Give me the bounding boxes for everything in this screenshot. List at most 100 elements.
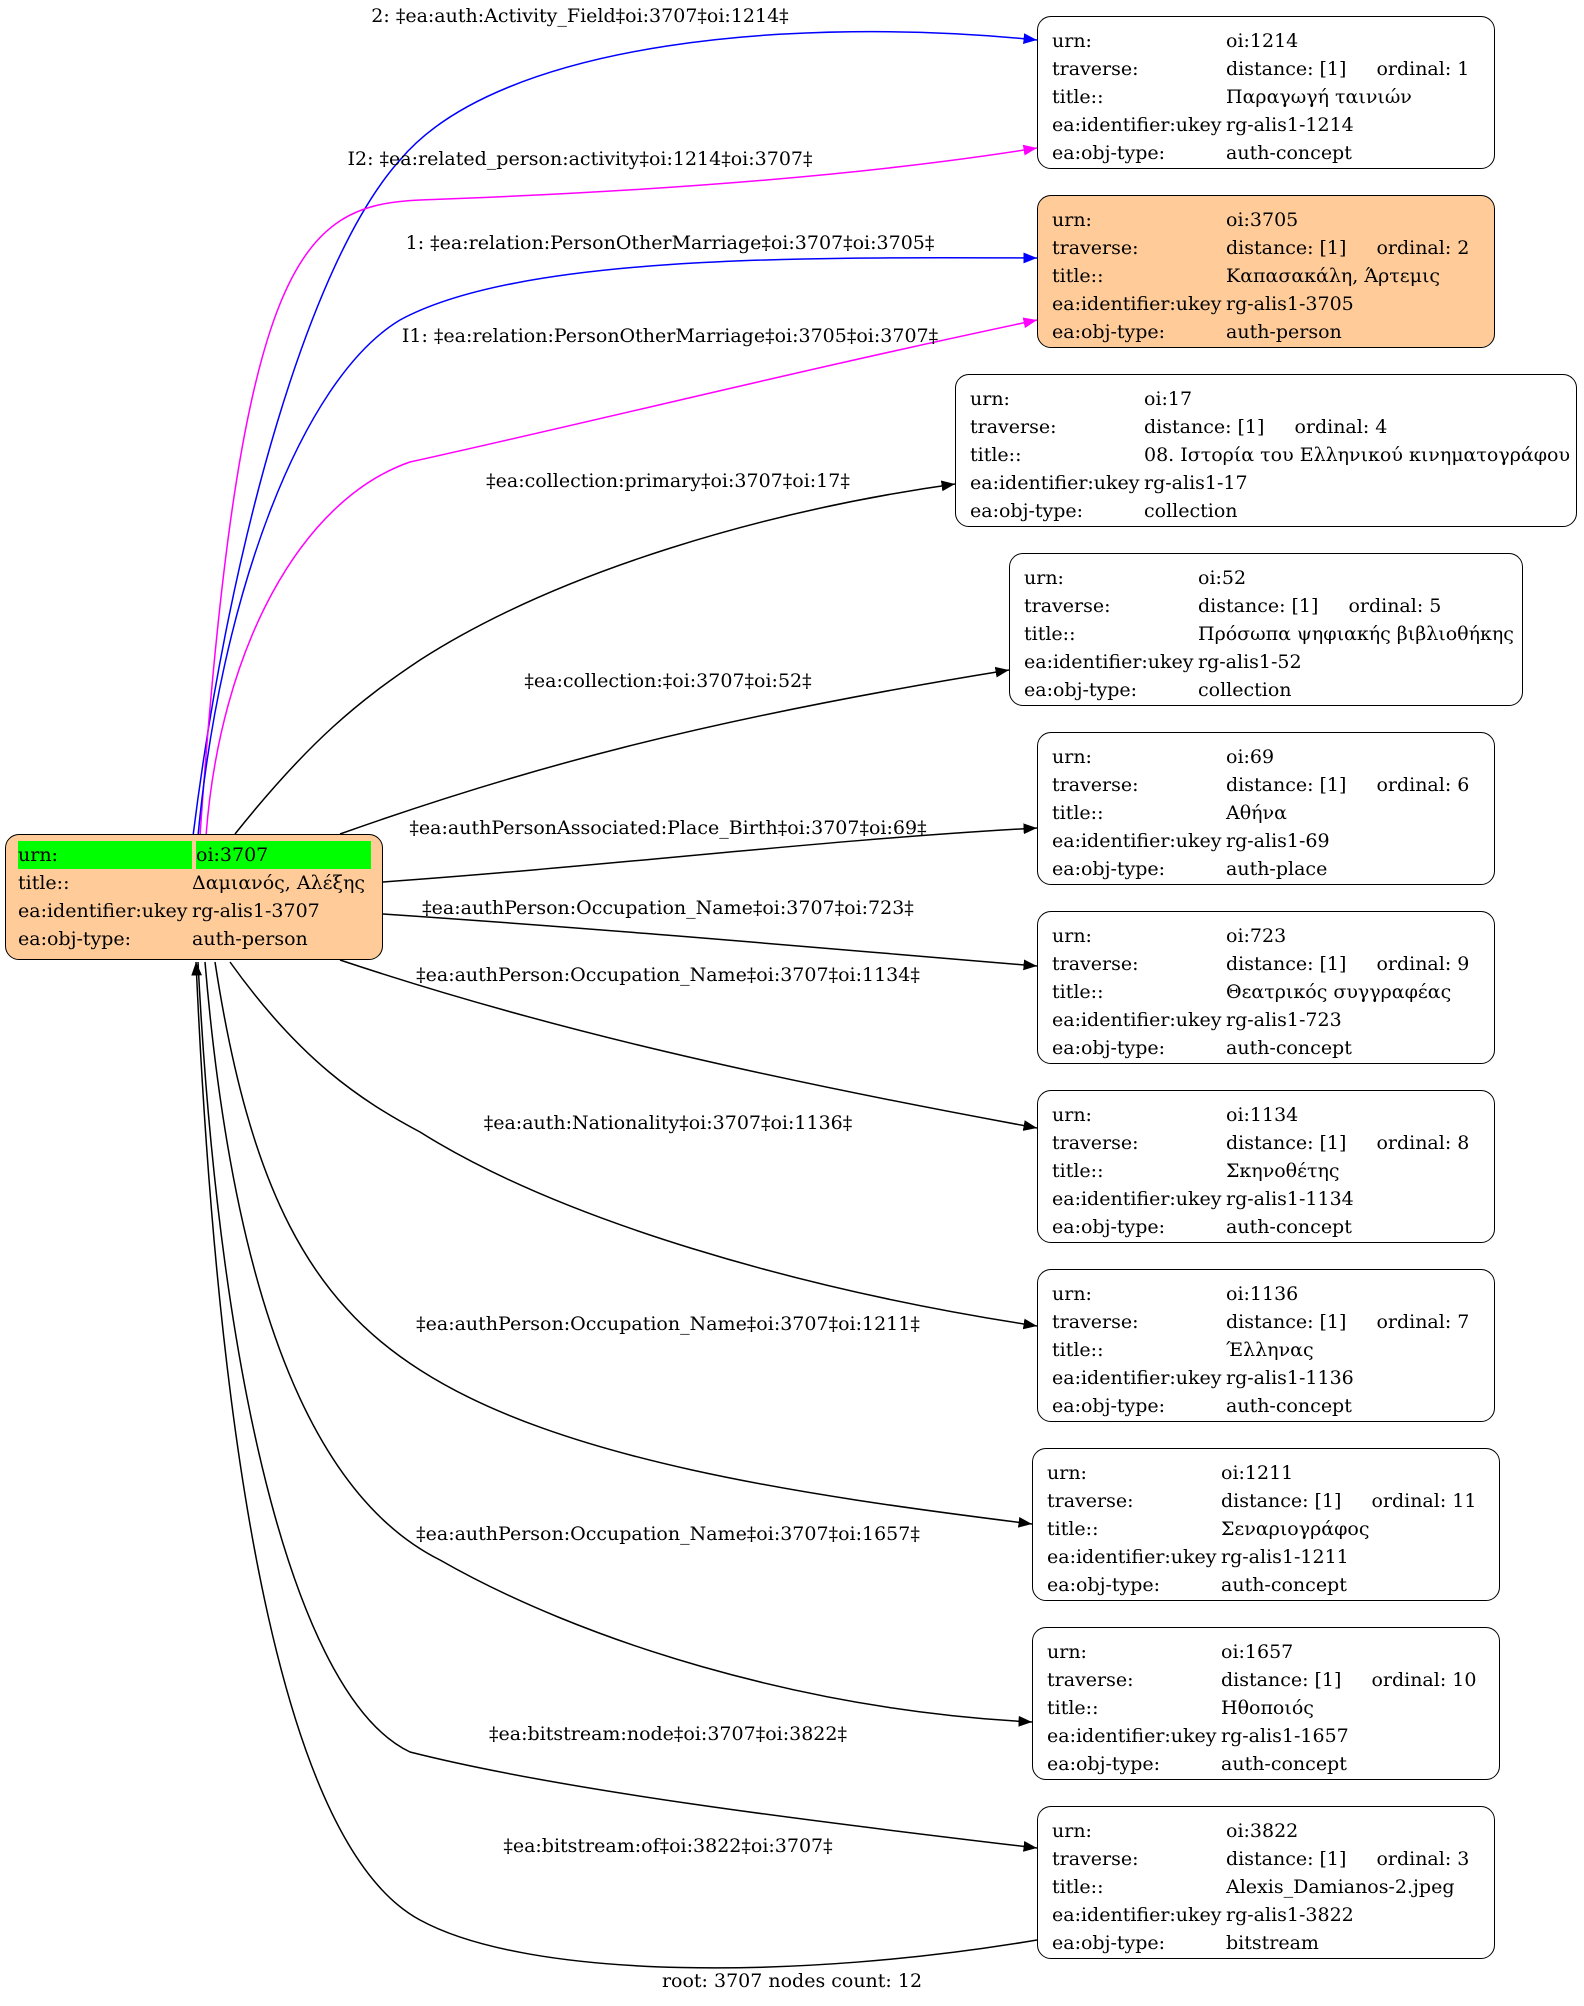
traverse-row: traverse: distance: [1] ordinal: 11 — [1047, 1487, 1485, 1515]
traverse-row: traverse:distance: [1]ordinal: 4 — [970, 413, 1562, 441]
field-value: rg-alis1-3707 — [192, 900, 320, 922]
traverse-row: traverse:distance: [1]ordinal: 5 — [1024, 592, 1508, 620]
field-key: urn: — [18, 841, 192, 869]
field-value: oi:1211 — [1221, 1462, 1294, 1484]
field-value: oi:1134 — [1226, 1104, 1299, 1126]
field-value: Καπασακάλη, Άρτεμις — [1226, 265, 1441, 287]
urn-row: urn:oi:1214 — [1052, 27, 1480, 55]
field-value: auth-place — [1226, 858, 1328, 880]
field-value: rg-alis1-1136 — [1226, 1367, 1354, 1389]
field-value: oi:69 — [1226, 746, 1275, 768]
objtype-row: ea:obj-type:auth-concept — [1052, 1392, 1480, 1420]
urn-row: urn:oi:1211 — [1047, 1459, 1485, 1487]
field-value: rg-alis1-69 — [1226, 830, 1330, 852]
edge-line — [204, 961, 1033, 1727]
field-key: urn: — [1052, 1283, 1092, 1305]
ordinal-value: ordinal: 11 — [1371, 1490, 1477, 1512]
field-key: ea:obj-type: — [1052, 1932, 1166, 1954]
traverse-row: traverse:distance: [1]ordinal: 3 — [1052, 1845, 1480, 1873]
title-row: title::Θεατρικός συγγραφέας — [1052, 978, 1480, 1006]
ordinal-value: ordinal: 10 — [1371, 1669, 1477, 1691]
field-value: rg-alis1-1657 — [1221, 1725, 1349, 1747]
field-key: traverse: — [1047, 1490, 1134, 1512]
field-key: traverse: — [1052, 1132, 1139, 1154]
edge-label: ‡ea:authPerson:Occupation_Name‡oi:3707‡o… — [416, 1523, 920, 1545]
field-key: ea:identifier:ukey — [970, 472, 1140, 494]
field-key: ea:obj-type: — [18, 928, 132, 950]
ordinal-value: ordinal: 6 — [1376, 774, 1470, 796]
field-value: Δαμιανός, Αλέξης — [192, 872, 365, 894]
title-row: title::Έλληνας — [1052, 1336, 1480, 1364]
field-value: auth-concept — [1221, 1753, 1347, 1775]
distance-value: distance: [1] — [1226, 1132, 1347, 1154]
field-value: oi:3707 — [196, 841, 371, 869]
field-value: Έλληνας — [1226, 1339, 1314, 1361]
field-value: auth-concept — [1221, 1574, 1347, 1596]
edge-label: ‡ea:bitstream:of‡oi:3822‡oi:3707‡ — [503, 1835, 832, 1857]
field-key: title:: — [970, 444, 1022, 466]
distance-value: distance: [1] — [1226, 953, 1347, 975]
edge-label: I2: ‡ea:related_person:activity‡oi:1214‡… — [348, 148, 813, 170]
distance-value: distance: [1] — [1144, 416, 1265, 438]
field-value: bitstream — [1226, 1932, 1319, 1954]
node-oi-1211[interactable]: urn:oi:1211 traverse: distance: [1] ordinal… — [1032, 1448, 1500, 1601]
urn-row: urn:oi:17 — [970, 385, 1562, 413]
field-value: rg-alis1-17 — [1144, 472, 1248, 494]
root-urn-row: urn: oi:3707 — [18, 841, 371, 869]
objtype-row: ea:obj-type: auth-concept — [1047, 1750, 1485, 1778]
field-value: oi:1657 — [1221, 1641, 1294, 1663]
field-key: urn: — [1052, 1820, 1092, 1842]
root-title-row: title:: Δαμιανός, Αλέξης — [18, 869, 370, 897]
field-value: oi:52 — [1198, 567, 1247, 589]
field-key: traverse: — [1052, 953, 1139, 975]
edge-label: ‡ea:auth:Nationality‡oi:3707‡oi:1136‡ — [484, 1112, 853, 1134]
field-key: traverse: — [1047, 1669, 1134, 1691]
title-row: title::Alexis_Damianos-2.jpeg — [1052, 1873, 1480, 1901]
field-value: auth-person — [192, 928, 308, 950]
field-value: auth-concept — [1226, 1395, 1352, 1417]
field-value: oi:723 — [1226, 925, 1287, 947]
urn-row: urn:oi:3705 — [1052, 206, 1480, 234]
distance-value: distance: [1] — [1221, 1669, 1342, 1691]
field-value: collection — [1144, 500, 1238, 522]
root-node[interactable]: urn: oi:3707 title:: Δαμιανός, Αλέξης ea… — [5, 834, 383, 960]
graph-footer: root: 3707 nodes count: 12 — [661, 1970, 923, 1992]
field-key: urn: — [1052, 1104, 1092, 1126]
field-key: ea:identifier:ukey — [1047, 1546, 1217, 1568]
field-value: Ηθοποιός — [1221, 1697, 1314, 1719]
edge-label: ‡ea:authPerson:Occupation_Name‡oi:3707‡o… — [422, 897, 914, 919]
edge-line — [192, 30, 1038, 837]
distance-value: distance: [1] — [1221, 1490, 1342, 1512]
edge-line — [199, 144, 1038, 837]
field-value: oi:1136 — [1226, 1283, 1299, 1305]
field-key: ea:identifier:ukey — [1052, 830, 1222, 852]
traverse-row: traverse: distance: [1] ordinal: 10 — [1047, 1666, 1485, 1694]
field-key: ea:obj-type: — [1047, 1753, 1161, 1775]
field-value: rg-alis1-1211 — [1221, 1546, 1349, 1568]
edge-label: ‡ea:authPersonAssociated:Place_Birth‡oi:… — [409, 817, 926, 839]
field-value: 08. Ιστορία του Ελληνικού κινηματογράφου — [1144, 444, 1570, 466]
field-value: rg-alis1-723 — [1226, 1009, 1342, 1031]
field-key: ea:obj-type: — [1047, 1574, 1161, 1596]
distance-value: distance: [1] — [1198, 595, 1319, 617]
urn-row: urn: oi:1134 — [1052, 1101, 1480, 1129]
title-row: title::Παραγωγή ταινιών — [1052, 83, 1480, 111]
field-key: urn: — [1052, 30, 1092, 52]
